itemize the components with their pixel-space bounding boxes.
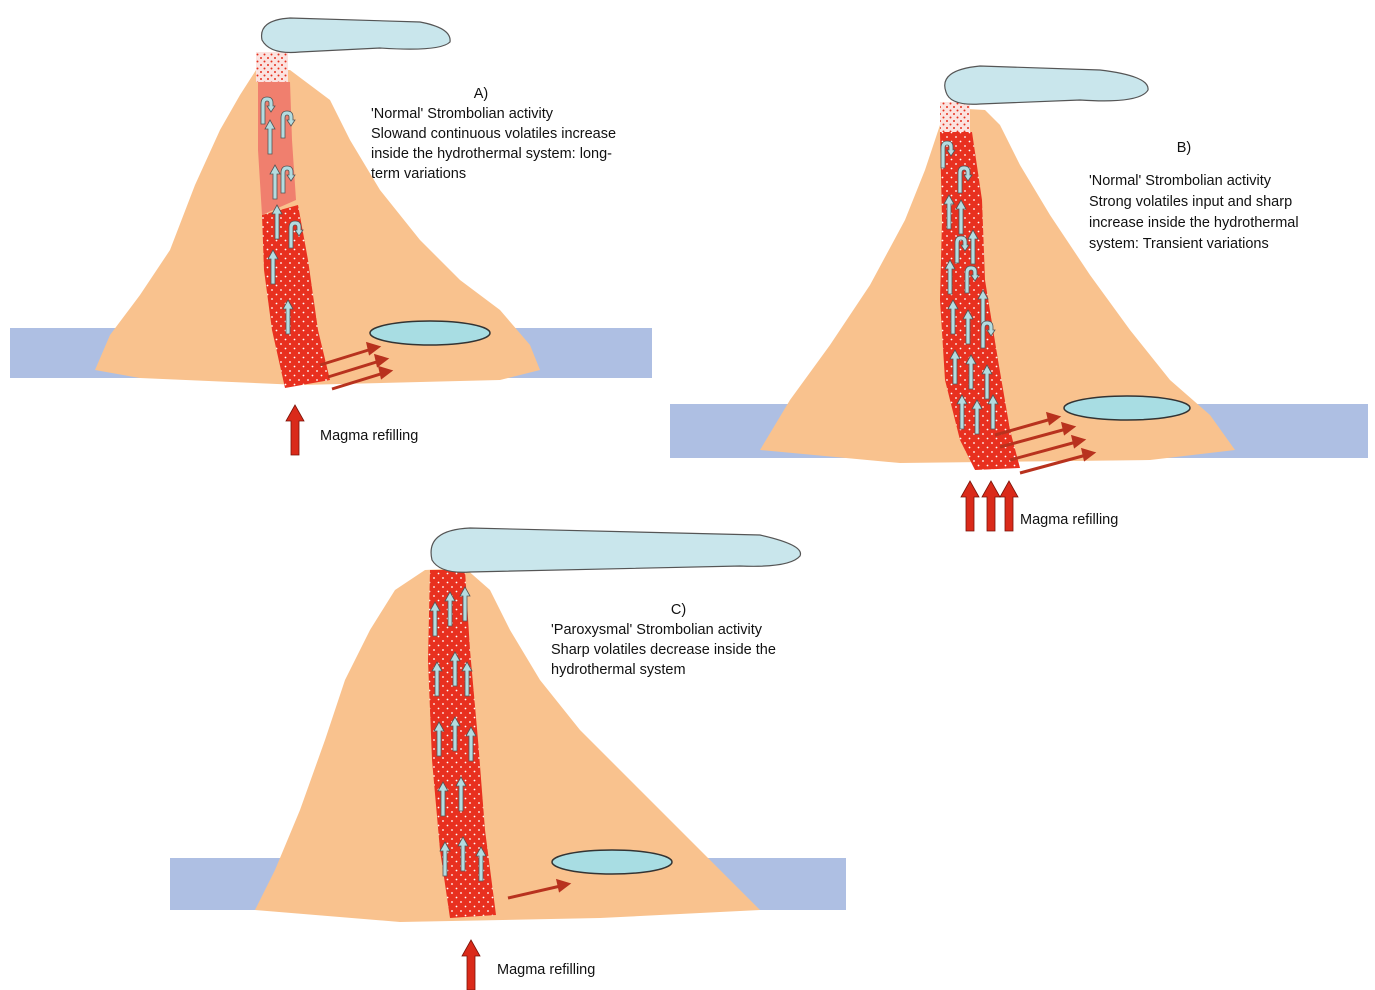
reservoir-b <box>1064 396 1190 420</box>
panel-c-line-3: hydrothermal system <box>551 660 841 680</box>
panel-c <box>170 528 846 990</box>
panel-a-line-3: inside the hydrothermal system: long- <box>371 144 661 164</box>
panel-a-refill-label: Magma refilling <box>320 428 418 444</box>
refill-arrow-a <box>286 405 304 455</box>
plume-a <box>262 18 451 53</box>
panel-c-letter: C) <box>551 600 806 620</box>
panel-c-line-1: 'Paroxysmal' Strombolian activity <box>551 620 841 640</box>
panel-a-caption: A) 'Normal' Strombolian activity Slowand… <box>371 84 661 184</box>
panel-b-line-2: Strong volatiles input and sharp <box>1089 192 1369 213</box>
panel-c-refill-label: Magma refilling <box>497 962 595 978</box>
panel-a-line-1: 'Normal' Strombolian activity <box>371 104 661 124</box>
panel-b-refill-label: Magma refilling <box>1020 512 1118 528</box>
panel-c-caption: C) 'Paroxysmal' Strombolian activity Sha… <box>551 600 841 680</box>
reservoir-c <box>552 850 672 874</box>
vent-b <box>940 102 970 132</box>
panel-a-line-2: Slowand continuous volatiles increase <box>371 124 661 144</box>
reservoir-a <box>370 321 490 345</box>
refill-arrow-b3 <box>1000 481 1018 531</box>
panel-b-line-1: 'Normal' Strombolian activity <box>1089 171 1369 192</box>
refill-arrow-b1 <box>961 481 979 531</box>
panel-b-letter: B) <box>1089 138 1279 159</box>
plume-c <box>431 528 800 572</box>
panel-b-line-3: increase inside the hydrothermal <box>1089 213 1369 234</box>
plume-b <box>945 66 1148 104</box>
panel-c-line-2: Sharp volatiles decrease inside the <box>551 640 841 660</box>
panel-a-letter: A) <box>371 84 591 104</box>
panel-b-caption: B) 'Normal' Strombolian activity Strong … <box>1089 138 1369 255</box>
vent-a <box>256 52 288 82</box>
refill-arrow-c <box>462 940 480 990</box>
panel-a-line-4: term variations <box>371 164 661 184</box>
panel-b-line-4: system: Transient variations <box>1089 234 1369 255</box>
panel-b <box>670 66 1368 531</box>
refill-arrow-b2 <box>982 481 1000 531</box>
